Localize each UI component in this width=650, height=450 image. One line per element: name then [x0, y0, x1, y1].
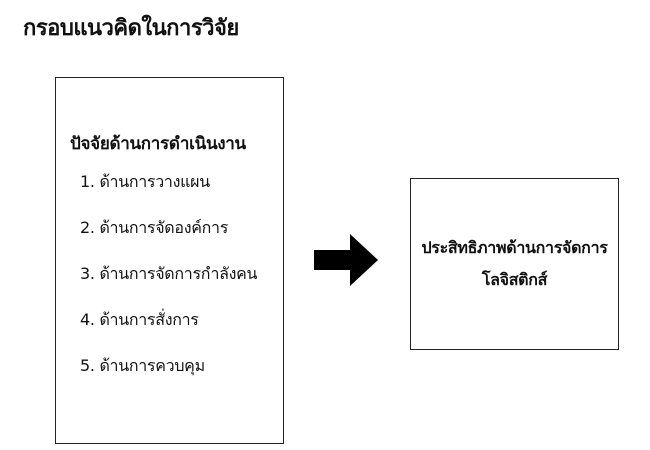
arrow-shape — [314, 234, 378, 286]
right-arrow-icon — [314, 234, 378, 286]
list-item: 5. ด้านการควบคุม — [80, 356, 205, 375]
page-title: กรอบแนวคิดในการวิจัย — [23, 16, 239, 41]
box-heading: ปัจจัยด้านการดำเนินงาน — [70, 134, 246, 154]
list-item: 3. ด้านการจัดการกำลังคน — [80, 264, 258, 283]
list-item: 4. ด้านการสั่งการ — [80, 310, 199, 329]
list-item: 1. ด้านการวางแผน — [80, 172, 210, 191]
outcome-line-2: โลจิสติกส์ — [481, 270, 548, 289]
outcome-line-1: ประสิทธิภาพด้านการจัดการ — [421, 238, 608, 257]
dependent-variable-box: ประสิทธิภาพด้านการจัดการ โลจิสติกส์ — [410, 178, 619, 350]
list-item: 2. ด้านการจัดองค์การ — [80, 218, 228, 237]
factor-list: 1. ด้านการวางแผน 2. ด้านการจัดองค์การ 3.… — [80, 170, 258, 400]
independent-variables-box: ปัจจัยด้านการดำเนินงาน 1. ด้านการวางแผน … — [55, 77, 284, 444]
